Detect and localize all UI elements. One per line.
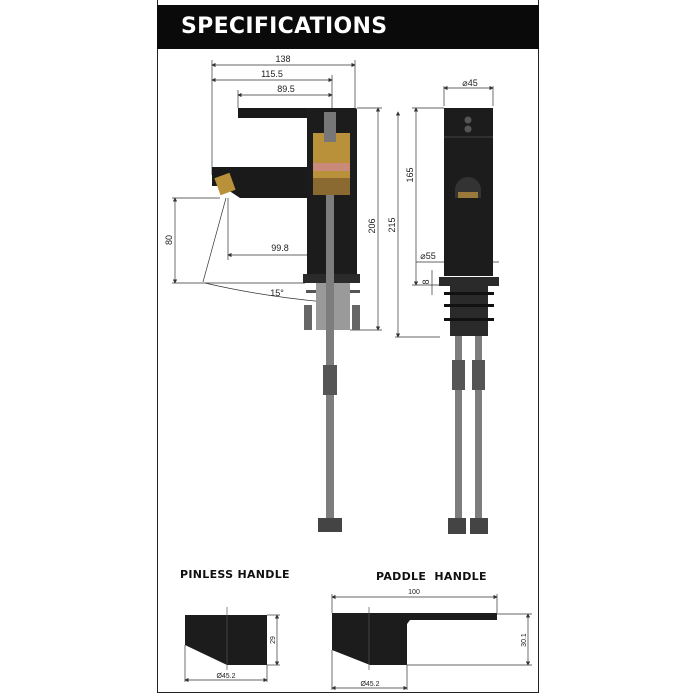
dim-206: 206 <box>367 218 377 233</box>
dim-base-diameter: ⌀55 <box>420 251 435 261</box>
front-view <box>395 85 499 338</box>
dim-80: 80 <box>164 235 174 245</box>
page-title: SPECIFICATIONS <box>181 14 388 39</box>
tap-front-body <box>439 108 499 534</box>
dim-115-5: 115.5 <box>261 69 283 79</box>
dim-top-diameter: ⌀45 <box>462 78 477 88</box>
pinless-diameter: Ø45.2 <box>216 673 235 680</box>
paddle-height: 30.1 <box>521 633 528 647</box>
spec-frame <box>157 0 539 693</box>
tap-side-body <box>212 108 360 532</box>
pinless-handle-label: PINLESS HANDLE <box>180 568 290 581</box>
paddle-handle-label: PADDLE HANDLE <box>376 570 487 583</box>
dim-angle: 15° <box>270 288 284 298</box>
dim-138: 138 <box>275 54 290 64</box>
dim-215: 215 <box>387 217 397 232</box>
paddle-length: 100 <box>408 589 420 596</box>
pinless-height: 29 <box>270 636 277 644</box>
dim-8: 8 <box>421 279 431 284</box>
header-bar: SPECIFICATIONS <box>157 5 539 49</box>
paddle-diameter: Ø45.2 <box>360 681 379 688</box>
pinless-handle-drawing <box>184 607 280 683</box>
paddle-handle-drawing <box>331 594 532 691</box>
dim-99-8: 99.8 <box>271 243 289 253</box>
dim-165: 165 <box>405 167 415 182</box>
side-view <box>172 60 382 331</box>
dim-89-5: 89.5 <box>277 84 295 94</box>
